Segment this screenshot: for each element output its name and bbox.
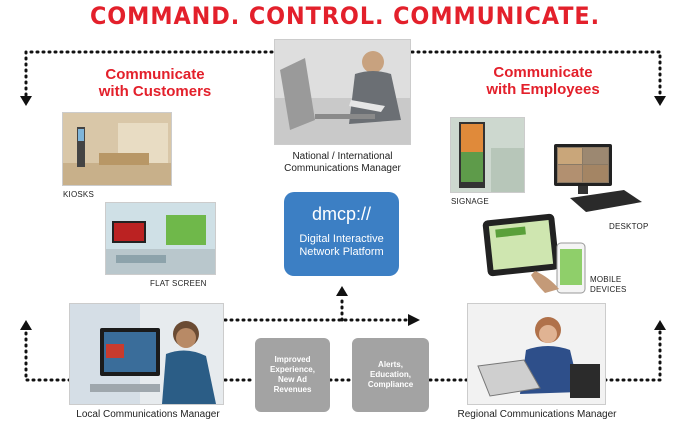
arrow-right-center — [408, 314, 420, 326]
customers-heading: Communicate with Customers — [70, 66, 240, 100]
national-manager-label: National / International Communications … — [255, 151, 430, 175]
platform-box: dmcp:// Digital Interactive Network Plat… — [284, 192, 399, 276]
arrow-up-left — [20, 320, 32, 330]
employees-line2: with Employees — [486, 81, 600, 98]
benefit-line4: Revenues — [273, 385, 312, 394]
alerts-box: Alerts, Education, Compliance — [352, 338, 429, 412]
benefit-line3: New Ad — [277, 375, 308, 384]
kiosks-label: KIOSKS — [63, 190, 94, 199]
bottom-right-connector — [603, 328, 662, 382]
woman-at-computer-image — [70, 304, 223, 404]
alerts-line1: Alerts, — [378, 360, 403, 369]
local-manager-photo — [70, 304, 223, 404]
top-left-connector — [24, 50, 274, 98]
flat-screen-photo — [106, 203, 215, 274]
arrow-up-right — [654, 320, 666, 330]
desktop-label: DESKTOP — [609, 222, 649, 231]
benefits-box: Improved Experience, New Ad Revenues — [255, 338, 330, 412]
regional-manager-label: Regional Communications Manager — [457, 409, 617, 420]
employees-heading: Communicate with Employees — [458, 64, 628, 98]
tablet-and-phone-icon — [482, 213, 586, 294]
national-manager-photo — [275, 40, 410, 144]
customers-line1: Communicate — [105, 66, 205, 83]
national-line1: National / International — [292, 151, 393, 162]
benefit-line1: Improved — [274, 355, 311, 364]
alerts-line3: Compliance — [367, 380, 414, 389]
headline: COMMAND. CONTROL. COMMUNICATE. — [89, 2, 601, 30]
desktop-image — [552, 142, 644, 214]
mobile-label: MOBILE DEVICES — [590, 275, 627, 295]
flat-screen-waiting-room-image — [106, 203, 215, 274]
customers-line2: with Customers — [98, 83, 212, 100]
flat-screen-label: FLAT SCREEN — [150, 279, 207, 288]
local-manager-label: Local Communications Manager — [76, 409, 220, 420]
signage-label: SIGNAGE — [451, 197, 489, 206]
arrow-down-left — [20, 96, 32, 106]
employees-line1: Communicate — [493, 64, 593, 81]
bottom-left-connector — [24, 328, 72, 382]
platform-line2: Network Platform — [299, 246, 384, 258]
platform-line1: Digital Interactive — [299, 233, 384, 245]
signage-photo — [451, 118, 524, 192]
arrow-down-right — [654, 96, 666, 106]
regional-manager-photo — [468, 304, 605, 404]
alerts-line2: Education, — [370, 370, 411, 379]
businessman-at-laptop-image — [275, 40, 410, 144]
mobile-devices-image — [479, 213, 589, 295]
digital-signage-image — [451, 118, 524, 192]
arrow-up-center — [336, 286, 348, 296]
kiosk-lobby-image — [63, 113, 171, 185]
desktop-monitor-icon — [554, 144, 642, 212]
national-line2: Communications Manager — [284, 163, 401, 174]
benefit-line2: Experience, — [270, 365, 315, 374]
top-right-connector — [410, 50, 662, 98]
mobile-line1: MOBILE — [590, 275, 622, 284]
platform-title: dmcp:// — [311, 204, 372, 224]
woman-at-laptop-image — [468, 304, 605, 404]
kiosks-photo — [63, 113, 171, 185]
mobile-line2: DEVICES — [590, 285, 627, 294]
